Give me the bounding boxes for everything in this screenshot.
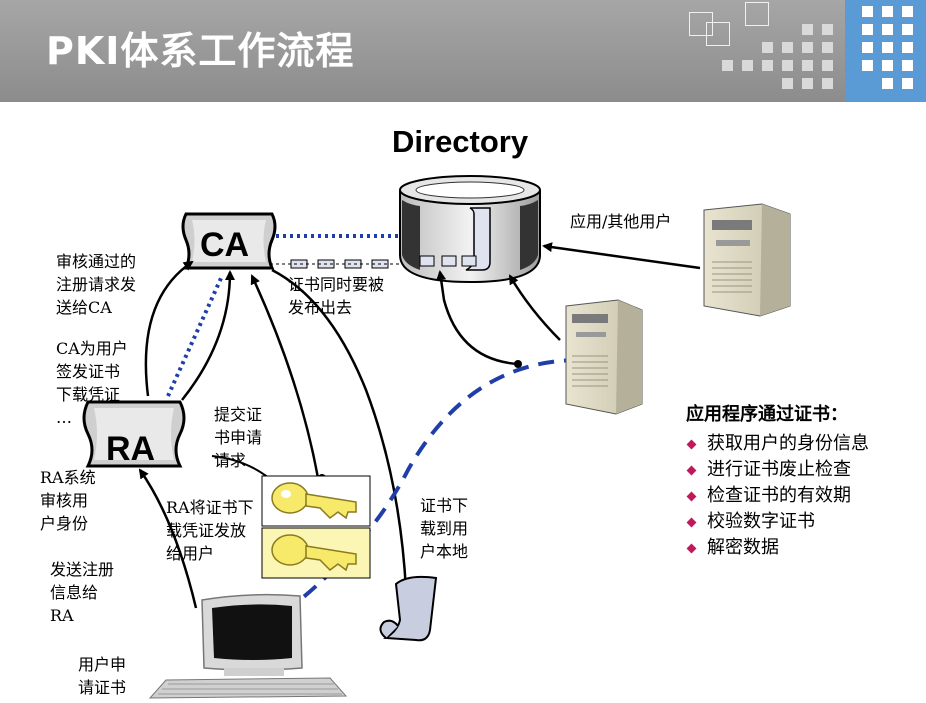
list-item: 校验数字证书 xyxy=(686,509,921,535)
computer-icon xyxy=(148,593,348,699)
server-to-directory-arrow xyxy=(436,270,519,366)
key-icon xyxy=(261,527,371,579)
label-user-apply: 用户申 请证书 xyxy=(78,655,127,697)
bullet-diamond-icon xyxy=(686,439,697,450)
app-usage-heading: 应用程序通过证书： xyxy=(686,404,848,425)
ca-scroll-icon xyxy=(181,212,277,270)
app-usage-list: 应用程序通过证书： 获取用户的身份信息 进行证书废止检查 检查证书的有效期 校验… xyxy=(686,400,921,561)
slide-title: PKI体系工作流程 xyxy=(46,29,355,73)
list-item: 进行证书废止检查 xyxy=(686,457,921,483)
label-send-registration: 发送注册 信息给 RA xyxy=(50,560,115,625)
bullet-diamond-icon xyxy=(686,517,697,528)
ca-to-cert-download-arrow xyxy=(271,268,411,592)
bullet-diamond-icon xyxy=(686,465,697,476)
certificate-icon xyxy=(379,575,438,642)
ra-ca-dotted-link xyxy=(166,275,224,397)
label-download: 证书下 载到用 户本地 xyxy=(420,496,469,561)
ra-to-ca-arrow xyxy=(144,260,194,397)
label-publish: 证书同时要被 发布出去 xyxy=(288,275,385,317)
certificate-stream-icon xyxy=(270,259,400,269)
bullet-diamond-icon xyxy=(686,491,697,502)
ca-to-ra-arrow xyxy=(181,270,235,401)
label-submit: 提交证 书申请 请求 xyxy=(214,405,263,470)
server2-to-directory-arrow xyxy=(508,274,561,341)
label-ca-forward: 审核通过的 注册请求发 送给CA xyxy=(56,252,137,317)
server-icon xyxy=(703,203,791,317)
list-item: 获取用户的身份信息 xyxy=(686,431,921,457)
label-ra-deliver: RA将证书下 载凭证发放 给用户 xyxy=(166,498,254,563)
ra-scroll-icon xyxy=(82,400,186,468)
server-icon xyxy=(565,299,643,415)
bullet-diamond-icon xyxy=(686,543,697,554)
label-ca-issue: CA为用户 签发证书 下载凭证 … xyxy=(56,339,128,427)
app-user-to-directory-arrow xyxy=(542,242,701,270)
label-ra-verify: RA系统 审核用 户身份 xyxy=(40,468,96,533)
ra-label: RA xyxy=(106,430,156,468)
directory-title: Directory xyxy=(392,124,529,159)
directory-cylinder-icon xyxy=(399,175,541,284)
computer-to-ra-arrow xyxy=(138,468,198,609)
label-app-user: 应用/其他用户 xyxy=(570,212,672,231)
ca-label: CA xyxy=(200,226,250,264)
list-item: 解密数据 xyxy=(686,535,921,561)
submit-to-ca-arrow xyxy=(250,274,320,479)
key-icon xyxy=(261,475,371,527)
list-item: 检查证书的有效期 xyxy=(686,483,921,509)
slide-header: PKI体系工作流程 xyxy=(0,0,926,102)
